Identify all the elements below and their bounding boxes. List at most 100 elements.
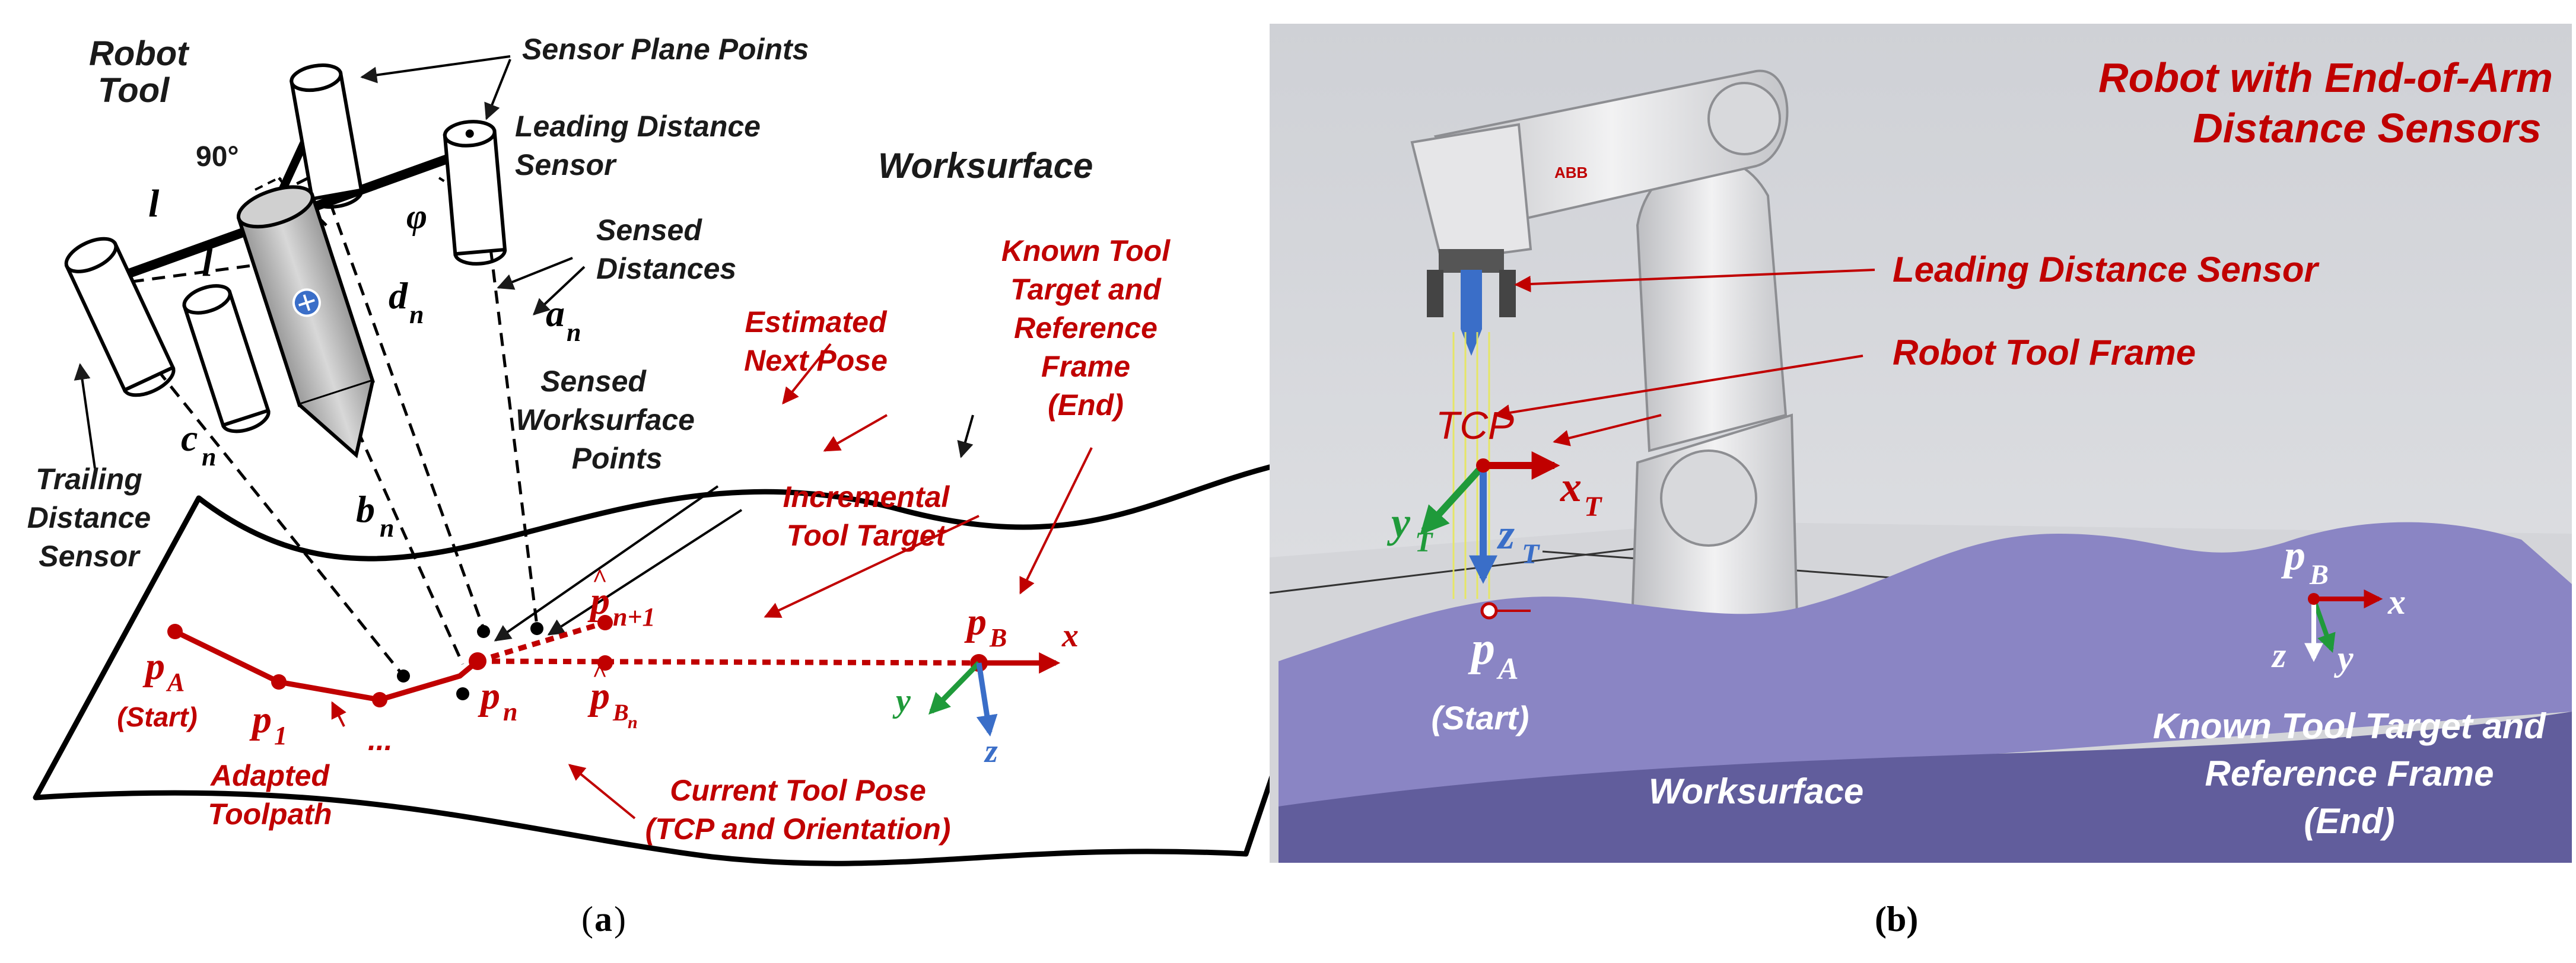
sym-phi: φ	[406, 197, 427, 236]
black-callout-arrows	[74, 55, 974, 642]
svg-text:b: b	[356, 488, 375, 530]
svg-text:z: z	[1496, 511, 1515, 558]
svg-text:p: p	[2281, 531, 2305, 579]
svg-text:T: T	[1584, 491, 1602, 522]
sensed-distances-label-line1: Sensed	[596, 213, 702, 247]
trailing-sensor-label-line2: Distance	[27, 501, 151, 534]
sym-d-n: d n	[389, 275, 424, 329]
estimated-next-label-line2: Next Pose	[744, 344, 888, 377]
svg-text:p: p	[587, 579, 610, 623]
axis-x-label-b: x	[2387, 582, 2406, 621]
leading-sensor-label-b: Leading Distance Sensor	[1893, 250, 2320, 289]
svg-text:T: T	[1415, 527, 1433, 558]
axis-z-label-b: z	[2271, 636, 2286, 675]
sym-p-n: p n	[478, 674, 517, 726]
svg-text:x: x	[1560, 463, 1582, 511]
sensed-distances-label-line2: Distances	[596, 252, 736, 285]
sym-b-n: b n	[356, 488, 394, 543]
caption-b: (b)	[1875, 900, 1918, 939]
trailing-sensor-label-line3: Sensor	[39, 540, 141, 573]
worksurface-block-top	[1279, 522, 2572, 806]
current-pose-label-line2: (TCP and Orientation)	[645, 812, 951, 846]
svg-text:p: p	[478, 674, 500, 718]
tcp-frame-axes	[1420, 451, 1560, 584]
panel-b-red-arrows	[1493, 269, 1875, 447]
sym-p-B-b: p B	[2281, 531, 2329, 591]
svg-text:p: p	[587, 674, 610, 718]
panel-a: Robot Tool 90° Sensor Plane Points Leadi…	[27, 33, 1385, 939]
lower-sensor-cylinder	[182, 284, 271, 433]
start-label: (Start)	[117, 701, 197, 732]
sensor-plane-points-label: Sensor Plane Points	[522, 33, 809, 66]
svg-text:a: a	[594, 900, 612, 939]
sym-p-B: p B	[964, 600, 1007, 652]
start-label-b: (Start)	[1432, 699, 1529, 736]
sym-l-lower: l	[202, 241, 213, 285]
incremental-label-line1: Incremental	[783, 480, 950, 514]
svg-text:A: A	[1496, 652, 1519, 686]
sym-p-1: p 1	[249, 698, 287, 750]
sensed-points-label-line3: Points	[572, 442, 663, 475]
svg-text:p: p	[142, 645, 165, 688]
sym-l-top: l	[148, 182, 160, 225]
end-frame-axes-b	[2304, 589, 2383, 662]
known-target-label-line5: (End)	[1048, 388, 1124, 422]
end-frame-axes	[928, 652, 1061, 737]
tcp-label: TCP	[1436, 403, 1514, 447]
svg-text:n: n	[567, 318, 581, 347]
title-line1: Robot with End-of-Arm	[2098, 55, 2553, 101]
sym-a-n: a n	[546, 292, 581, 347]
current-pose-label-line1: Current Tool Pose	[670, 774, 926, 807]
svg-text:p: p	[249, 698, 272, 741]
estimated-next-label-line1: Estimated	[745, 305, 888, 339]
svg-text:A: A	[166, 668, 185, 697]
axis-z-label: z	[984, 733, 998, 770]
svg-text:n: n	[409, 300, 424, 329]
red-callout-arrows	[331, 343, 1093, 819]
sensed-points-label-line2: Worksurface	[516, 403, 695, 436]
sym-x-T: x T	[1560, 463, 1602, 522]
leading-sensor-label-line1: Leading Distance	[515, 110, 761, 143]
known-target-label-line4: Frame	[1041, 350, 1130, 383]
svg-text:c: c	[181, 417, 198, 459]
axis-y-label-b: y	[2334, 639, 2354, 678]
axis-y-label: y	[892, 683, 911, 719]
axis-x-label: x	[1061, 617, 1079, 654]
svg-text:1: 1	[274, 721, 287, 750]
svg-text:n: n	[503, 697, 517, 726]
svg-text:n+1: n+1	[613, 602, 656, 632]
sym-p-A: p A	[142, 645, 185, 697]
svg-text:(: (	[581, 900, 593, 939]
end-effector	[1427, 249, 1516, 599]
trailing-sensor-cylinder	[64, 237, 176, 397]
svg-text:): )	[614, 900, 626, 939]
sym-z-T: z T	[1496, 511, 1540, 570]
svg-text:B: B	[2309, 559, 2329, 591]
robot-tool-label-line1: Robot	[89, 34, 190, 73]
adapted-label-line2: Toolpath	[208, 798, 332, 831]
known-target-label-line2: Target and	[1010, 273, 1162, 306]
caption-a: ( a )	[581, 900, 626, 939]
leading-sensor-label-line2: Sensor	[515, 148, 617, 181]
worksurface-block-front	[1279, 661, 2572, 863]
top-sensor-cylinder	[290, 63, 364, 209]
sym-p-A-b: p A	[1468, 623, 1519, 686]
svg-text:d: d	[389, 275, 408, 317]
incremental-label-line2: Tool Target	[787, 519, 947, 552]
svg-text:B: B	[989, 623, 1007, 652]
worksurface-label: Worksurface	[878, 146, 1093, 186]
angle-label: 90°	[196, 141, 239, 173]
svg-text:n: n	[202, 442, 216, 471]
svg-text:T: T	[1522, 538, 1540, 570]
trailing-sensor-label-line1: Trailing	[36, 463, 142, 496]
sym-c-n: c n	[181, 417, 216, 471]
svg-text:^: ^	[592, 564, 607, 593]
svg-text:B: B	[612, 699, 629, 726]
start-marker	[1480, 602, 1498, 620]
robot-brand-label: ABB	[1554, 164, 1588, 181]
ellipsis-label: ...	[368, 723, 393, 757]
svg-text:p: p	[1468, 623, 1495, 675]
svg-text:n: n	[380, 514, 394, 543]
sensed-points	[397, 622, 543, 700]
